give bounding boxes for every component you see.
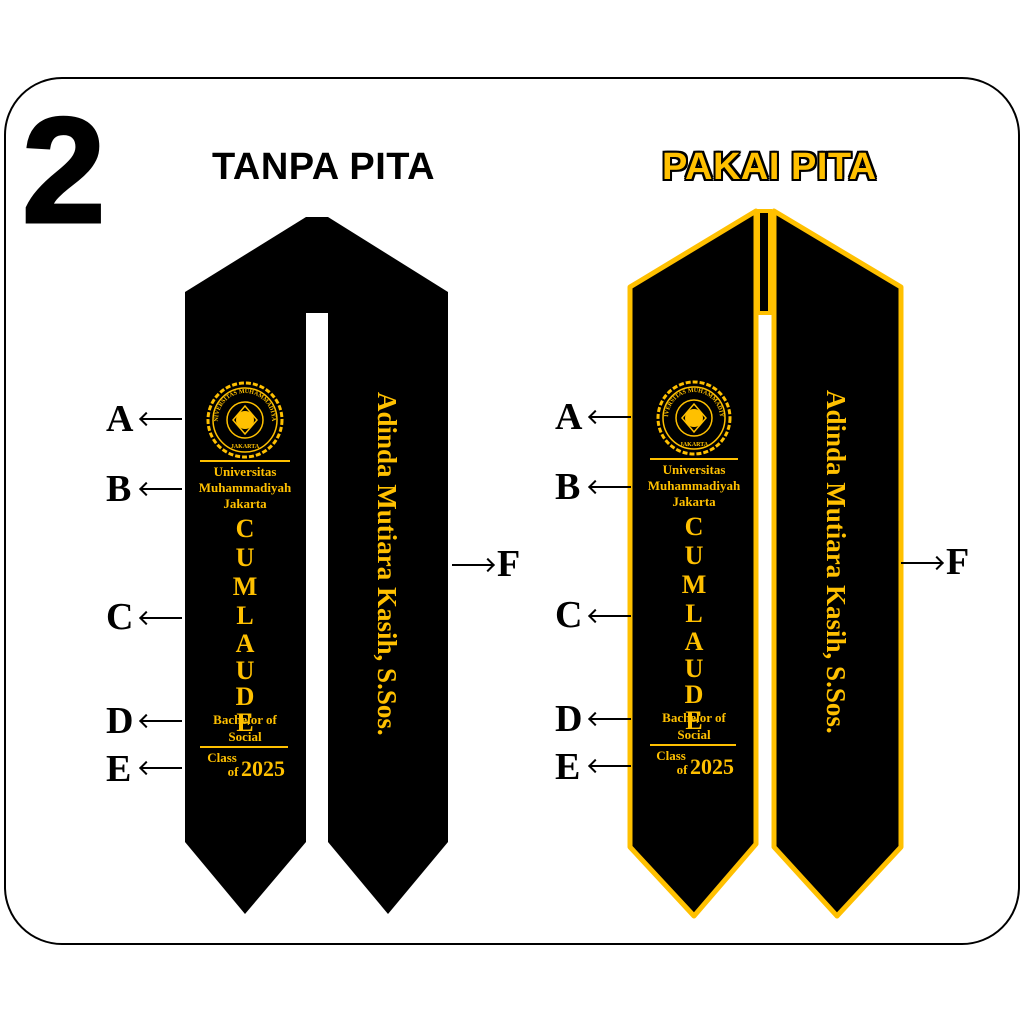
stole-right-panel (328, 217, 448, 914)
class-word-2: of (228, 764, 240, 779)
university-line-2: Muhammadiyah (199, 480, 292, 495)
honor-letter: M (682, 570, 707, 599)
logo-bottom-text: JAKARTA (680, 442, 709, 448)
degree-line-1: Bachelor of (662, 710, 726, 725)
honor-letter: A (236, 629, 255, 658)
arrow-c (140, 617, 182, 619)
honor-letter: E (685, 706, 702, 735)
university-line-1: Universitas (663, 462, 726, 477)
degree-line-2: Social (228, 729, 262, 744)
class-year: 2025 (690, 754, 734, 779)
option-number: 2 (20, 86, 106, 254)
graduate-name: Adinda Mutiara Kasih, S.Sos. (372, 392, 402, 736)
arrow-f (452, 564, 494, 566)
callout-b: B (555, 466, 581, 508)
arrow-f (901, 562, 943, 564)
honor-letter: E (236, 708, 253, 737)
honor-letter: U (685, 541, 704, 570)
stole-right-panel (771, 208, 904, 919)
stole-neck-band (756, 209, 772, 315)
arrow-b (140, 488, 182, 490)
university-line-3: Jakarta (223, 496, 267, 511)
class-word-1: Class (656, 748, 686, 763)
arrow-d (589, 718, 631, 720)
arrow-b (589, 486, 631, 488)
callout-f: F (946, 541, 970, 583)
university-line-3: Jakarta (672, 494, 716, 509)
callout-e: E (106, 748, 132, 790)
logo-bottom-text: JAKARTA (231, 444, 260, 450)
arrow-e (589, 765, 631, 767)
heading-with-ribbon: PAKAI PITA (661, 146, 877, 188)
university-line-1: Universitas (214, 464, 277, 479)
honor-letter: L (236, 601, 253, 630)
heading-without-ribbon: TANPA PITA (212, 146, 436, 188)
stole-with-ribbon: UNIVERSITAS MUHAMMADIYAH JAKARTA Univers… (512, 0, 904, 919)
arrow-a (140, 418, 182, 420)
graduate-name: Adinda Mutiara Kasih, S.Sos. (821, 390, 851, 734)
callout-d: D (555, 698, 583, 740)
honor-letter: D (685, 680, 704, 709)
honor-letter: U (236, 656, 255, 685)
arrow-d (140, 720, 182, 722)
honor-letter: D (236, 682, 255, 711)
callout-a: A (555, 396, 583, 438)
honor-letter: C (685, 512, 704, 541)
callout-d: D (106, 700, 134, 742)
callout-e: E (555, 746, 581, 788)
university-line-2: Muhammadiyah (648, 478, 741, 493)
class-word-2: of (677, 762, 689, 777)
honor-letter: U (236, 543, 255, 572)
arrow-c (589, 615, 631, 617)
honor-letter: C (236, 514, 255, 543)
degree-line-2: Social (677, 727, 711, 742)
stole-left-panel (185, 217, 306, 914)
university-logo: UNIVERSITAS MUHAMMADIYAH JAKARTA (0, 0, 284, 459)
class-year: 2025 (241, 756, 285, 781)
honor-letter: M (233, 572, 258, 601)
stole-left-panel (627, 208, 759, 919)
degree-line-1-visible: Bachelor of (213, 712, 277, 727)
class-word-1: Class (207, 750, 237, 765)
callout-c: C (555, 594, 583, 636)
honor-letter: L (685, 599, 702, 628)
arrow-a (589, 416, 631, 418)
honor-text: C U M L A U D E (682, 512, 707, 735)
honor-text: C U M L A U D E (233, 514, 258, 737)
honor-letter: U (685, 654, 704, 683)
stole-without-ribbon: UNIVERSITAS MUHAMMADIYAH JAKARTA Univers… (0, 0, 448, 914)
honor-letter: A (685, 627, 704, 656)
callout-a: A (106, 398, 134, 440)
stole-neck-band (306, 217, 328, 313)
callout-c: C (106, 596, 134, 638)
callout-f: F (497, 543, 521, 585)
callout-b: B (106, 468, 132, 510)
arrow-e (140, 767, 182, 769)
